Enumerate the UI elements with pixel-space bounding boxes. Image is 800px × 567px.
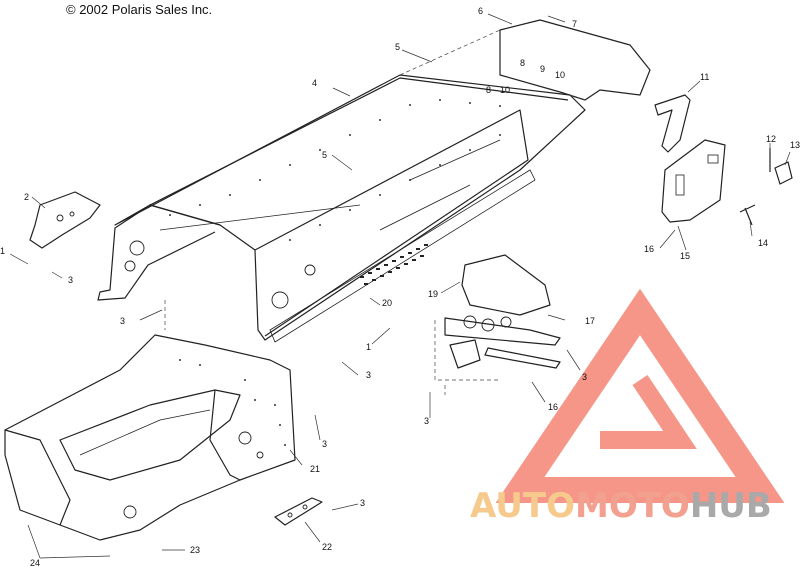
callout-11: 11 bbox=[700, 72, 709, 82]
bolt-14 bbox=[739, 204, 756, 226]
callout-9: 9 bbox=[540, 64, 545, 74]
callout-13: 13 bbox=[790, 140, 800, 150]
callout-23: 23 bbox=[190, 545, 200, 555]
watermark-part-hub: HUB bbox=[689, 486, 772, 526]
tunnel-assembly bbox=[97, 74, 586, 343]
leader-lines bbox=[9, 13, 791, 559]
callout-21: 21 bbox=[310, 464, 320, 474]
callout-3b: 3 bbox=[120, 316, 125, 326]
rear-bracket-assembly bbox=[444, 254, 561, 369]
callout-1b: 1 bbox=[366, 342, 371, 352]
callout-10b: 10 bbox=[500, 85, 510, 95]
callout-16b: 16 bbox=[548, 402, 558, 412]
watermark-part-moto: MOTO bbox=[574, 486, 690, 526]
clip-13 bbox=[774, 161, 793, 185]
callout-3g: 3 bbox=[360, 498, 365, 508]
watermark-logo-icon bbox=[495, 288, 785, 503]
callout-7: 7 bbox=[572, 19, 577, 29]
callout-16a: 16 bbox=[644, 244, 654, 254]
callout-labels: 1 2 3 4 5 5 6 7 8 8 9 10 10 11 12 13 14 … bbox=[0, 6, 800, 567]
callout-1a: 1 bbox=[0, 246, 5, 256]
footrest-tray bbox=[4, 334, 296, 541]
callout-15: 15 bbox=[680, 251, 690, 261]
callout-24: 24 bbox=[30, 558, 40, 567]
side-bracket bbox=[661, 139, 726, 223]
callout-12: 12 bbox=[766, 134, 776, 144]
callout-4: 4 bbox=[312, 78, 317, 88]
grab-handle bbox=[654, 94, 691, 153]
callout-19: 19 bbox=[428, 289, 438, 299]
callout-3e: 3 bbox=[582, 372, 587, 382]
callout-8b: 8 bbox=[486, 85, 491, 95]
callout-5a: 5 bbox=[395, 42, 400, 52]
mount-plate bbox=[274, 497, 323, 526]
callout-3c: 3 bbox=[366, 370, 371, 380]
callout-6: 6 bbox=[478, 6, 483, 16]
callout-17: 17 bbox=[585, 316, 595, 326]
watermark-text: AUTOMOTOHUB bbox=[470, 486, 772, 526]
callout-14: 14 bbox=[758, 238, 768, 248]
callout-5b: 5 bbox=[322, 150, 327, 160]
callout-20: 20 bbox=[382, 298, 392, 308]
assembly-lines bbox=[164, 300, 500, 395]
callout-10a: 10 bbox=[555, 70, 565, 80]
callout-3f: 3 bbox=[322, 439, 327, 449]
copyright-text: © 2002 Polaris Sales Inc. bbox=[66, 2, 213, 17]
callout-22: 22 bbox=[322, 542, 332, 552]
callout-2: 2 bbox=[24, 192, 29, 202]
callout-8a: 8 bbox=[520, 58, 525, 68]
rear-flap bbox=[399, 19, 651, 101]
watermark-part-auto: AUTO bbox=[470, 486, 575, 526]
front-bracket bbox=[29, 191, 101, 249]
callout-3d: 3 bbox=[424, 416, 429, 426]
callout-3a: 3 bbox=[68, 275, 73, 285]
